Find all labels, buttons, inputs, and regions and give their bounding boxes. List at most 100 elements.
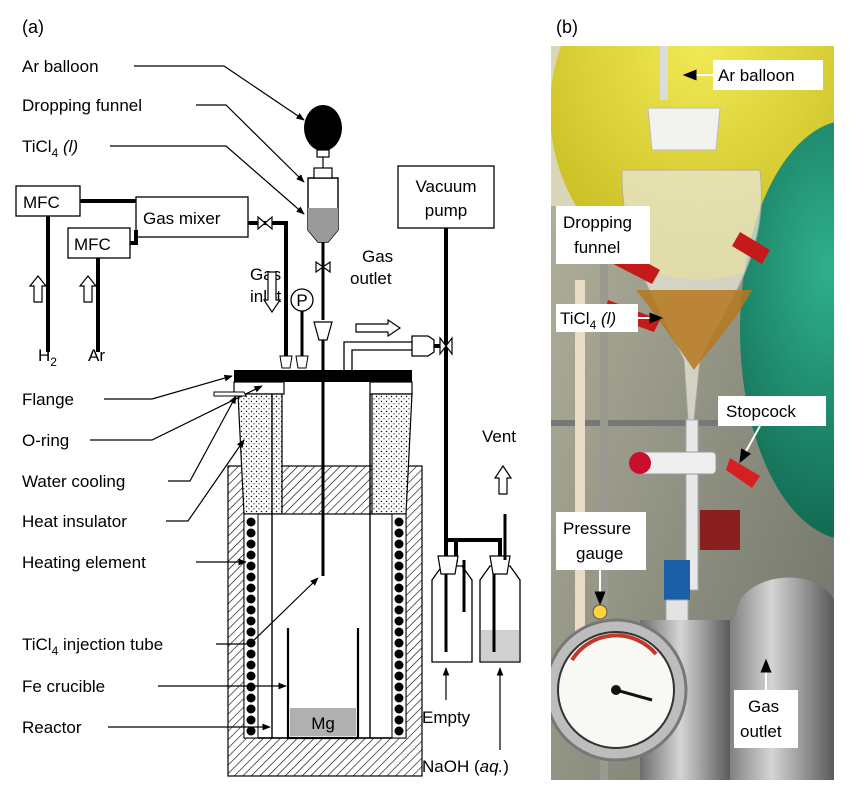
reactor-label: Reactor bbox=[22, 718, 82, 737]
heating-coil-dot bbox=[246, 605, 256, 615]
outlet-connector bbox=[411, 335, 435, 357]
heating-coil-dot bbox=[246, 660, 256, 670]
panel-a-tag: (a) bbox=[22, 17, 44, 37]
heating-coil-dot bbox=[246, 561, 256, 571]
photo-stopcock-box bbox=[718, 396, 826, 426]
ar-balloon-leader bbox=[134, 65, 305, 121]
green-balloon bbox=[740, 122, 834, 538]
heating-coil-dot bbox=[394, 638, 404, 648]
photo-stopcock-label: Stopcock bbox=[726, 402, 796, 421]
gas-mixer-label: Gas mixer bbox=[143, 209, 221, 228]
heating-coil-dot bbox=[246, 693, 256, 703]
heating-coil-dot bbox=[394, 726, 404, 736]
vacuum-valve-icon bbox=[439, 336, 453, 356]
photo-stopcock-leader bbox=[739, 425, 761, 464]
flange-leader bbox=[104, 374, 233, 400]
heat-insulator-leader bbox=[166, 439, 245, 522]
heating-coil-dot bbox=[246, 649, 256, 659]
heat-insulator-label: Heat insulator bbox=[22, 512, 127, 531]
photo-pressure-gauge-box bbox=[556, 512, 646, 570]
photo-ticl4-box bbox=[556, 304, 638, 332]
heating-coil-dot bbox=[246, 583, 256, 593]
photo-gas-outlet-label-2: outlet bbox=[740, 722, 782, 741]
heating-coil-dot bbox=[394, 605, 404, 615]
photo-pressure-gauge-label-1: Pressure bbox=[563, 519, 631, 538]
dropping-funnel-leader bbox=[196, 104, 305, 183]
photo-dropping-funnel-box bbox=[556, 206, 650, 264]
heating-coil-dot bbox=[394, 715, 404, 725]
heating-coil-dot bbox=[394, 693, 404, 703]
pipe-mfc2-mixer bbox=[130, 230, 138, 245]
ticl4-liquid-label: TiCl4 (l) bbox=[22, 137, 78, 160]
heating-coil-dot bbox=[246, 704, 256, 714]
heating-element-label: Heating element bbox=[22, 553, 146, 572]
o-ring-leader bbox=[90, 385, 263, 441]
heating-coil-dot bbox=[246, 715, 256, 725]
bubbler-naoh-stopper bbox=[489, 555, 511, 575]
water-cooling-leader bbox=[168, 395, 237, 482]
pressure-p-label: P bbox=[296, 291, 307, 310]
heating-coil-dot bbox=[394, 627, 404, 637]
inlet-joint bbox=[279, 355, 293, 369]
vacuum-pump-label-1: Vacuum bbox=[415, 177, 476, 196]
heating-coil-dot bbox=[394, 561, 404, 571]
h2-flow-arrow-icon bbox=[28, 275, 48, 303]
insulator-upper-left bbox=[237, 393, 283, 515]
ar-balloon-label: Ar balloon bbox=[22, 57, 99, 76]
heating-coil-dot bbox=[246, 627, 256, 637]
heating-coil-dot bbox=[394, 682, 404, 692]
heating-coil-dot bbox=[394, 616, 404, 626]
heating-coil-dot bbox=[394, 704, 404, 714]
flange-label: Flange bbox=[22, 390, 74, 409]
ar-balloon-shape bbox=[304, 105, 342, 151]
mfc-box-2 bbox=[67, 227, 131, 259]
gas-inlet-arrow-icon bbox=[262, 271, 282, 314]
fe-crucible-shape bbox=[286, 628, 360, 740]
photo-dropping-funnel-label-2: funnel bbox=[574, 238, 620, 257]
bubbler-link-2 bbox=[456, 538, 502, 560]
funnel-valve-icon bbox=[315, 260, 331, 274]
heating-coil-dot bbox=[246, 572, 256, 582]
heating-coil-dot bbox=[394, 649, 404, 659]
vacuum-pump-label-2: pump bbox=[425, 201, 468, 220]
heating-coil-dot bbox=[246, 616, 256, 626]
o-ring-label: O-ring bbox=[22, 431, 69, 450]
photo-ar-balloon-label: Ar balloon bbox=[718, 66, 795, 85]
vent-label: Vent bbox=[482, 427, 516, 446]
vacuum-pump-box bbox=[397, 165, 495, 229]
heating-coil-dot bbox=[394, 671, 404, 681]
ar-flow-arrow-icon bbox=[78, 275, 98, 303]
mg-label: Mg bbox=[311, 714, 335, 733]
o-ring-pointer bbox=[213, 391, 247, 397]
reactor-cavity bbox=[243, 513, 407, 739]
gas-outlet-label-2: outlet bbox=[350, 269, 392, 288]
heating-coil-dot bbox=[394, 550, 404, 560]
heating-coil-dot bbox=[394, 572, 404, 582]
water-cooling-right bbox=[369, 381, 413, 395]
balloon-neck bbox=[316, 149, 330, 158]
gas-outlet-arrow-icon bbox=[355, 318, 402, 338]
dropping-funnel-label: Dropping funnel bbox=[22, 96, 142, 115]
gas-mixer-box bbox=[135, 196, 249, 238]
mfc-box-1 bbox=[15, 185, 81, 217]
heating-coil-dot bbox=[246, 517, 256, 527]
insulator-upper-right bbox=[371, 393, 413, 515]
injection-tube-label: TiCl4 injection tube bbox=[22, 635, 163, 658]
heating-coil-dot bbox=[246, 528, 256, 538]
fe-crucible-label: Fe crucible bbox=[22, 677, 105, 696]
water-cooling-label: Water cooling bbox=[22, 472, 125, 491]
inlet-valve-icon bbox=[257, 215, 273, 231]
outlet-pipe-outer bbox=[343, 341, 412, 370]
heating-coil-dot bbox=[394, 539, 404, 549]
mfc-1-label: MFC bbox=[23, 193, 60, 212]
heating-coils-left bbox=[246, 517, 256, 736]
naoh-liquid bbox=[481, 630, 519, 661]
bubbler-empty bbox=[431, 565, 473, 663]
apparatus-photo bbox=[551, 46, 834, 780]
heating-coil-dot bbox=[394, 583, 404, 593]
ticl4-liquid-fill bbox=[308, 208, 338, 242]
gas-outlet-label-1: Gas bbox=[362, 247, 393, 266]
panel-a: (a) MFC MFC Gas mixer H2 Ar Gas inle bbox=[15, 17, 521, 777]
vent-arrow-icon bbox=[493, 464, 513, 495]
